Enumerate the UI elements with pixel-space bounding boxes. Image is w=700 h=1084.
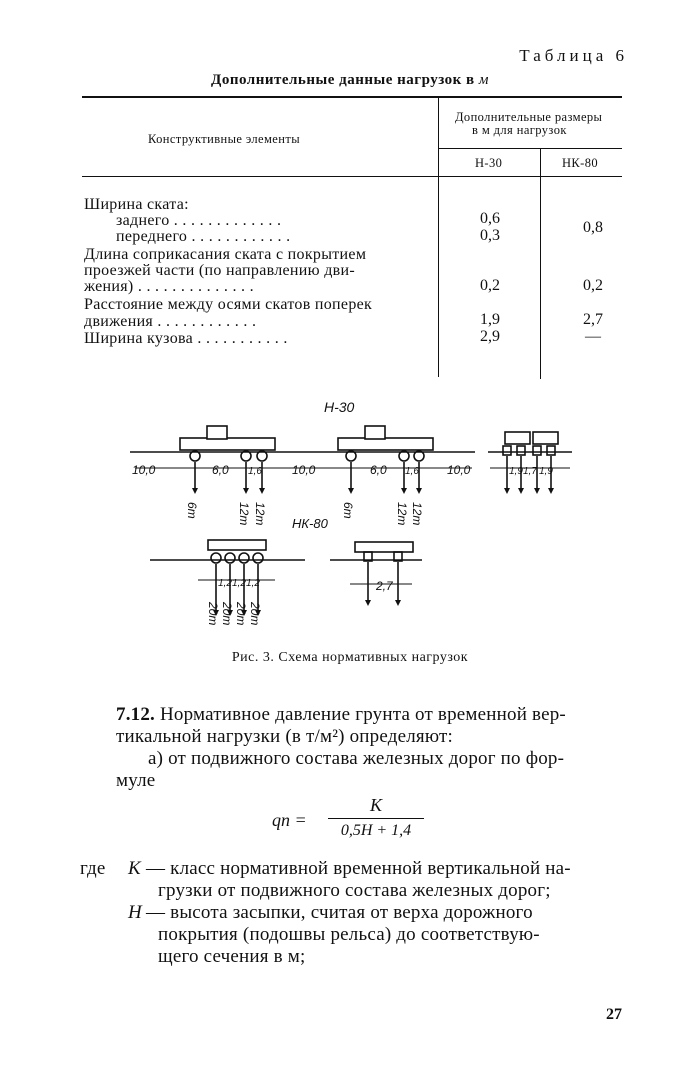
dim-label: 10,0 <box>447 463 471 477</box>
dim-label: 6,0 <box>370 463 387 477</box>
k-symbol: K <box>128 858 141 879</box>
header-col-nk80: НК-80 <box>562 156 599 170</box>
row-text: переднего . . . . . . . . . . . . <box>116 228 291 245</box>
row-text: движения . . . . . . . . . . . . <box>84 313 257 330</box>
k-definition: — класс нормативной временной вертикальн… <box>146 858 571 879</box>
load-label: 20т <box>248 601 262 625</box>
cell-h30-front: 0,3 <box>480 227 500 244</box>
load-label: 6т <box>341 502 355 519</box>
load-label: 12т <box>410 502 424 525</box>
table-subheader-rule <box>439 148 622 149</box>
dim-label: 2,7 <box>375 579 394 593</box>
dim-label: 1,9 <box>539 466 553 477</box>
header-elements: Конструктивные элементы <box>148 132 301 146</box>
cell-nk80-body: — <box>585 328 601 345</box>
table-header-rule <box>82 176 622 178</box>
cell-nk80-axle: 2,7 <box>583 311 603 328</box>
table-caption: Дополнительные данные нагрузок в м <box>211 72 489 88</box>
cell-nk80-width: 0,8 <box>583 219 603 236</box>
cell-h30-axle: 1,9 <box>480 311 500 328</box>
dim-label: 1,6 <box>248 466 262 477</box>
dim-label: 10,0 <box>132 463 156 477</box>
h-definition-cont: щего сечения в м; <box>158 946 306 967</box>
load-label: 20т <box>220 601 234 625</box>
load-label: 6т <box>185 502 199 519</box>
cell-h30-contact: 0,2 <box>480 277 500 294</box>
label-nk80: НК-80 <box>292 516 329 531</box>
dim-label: 1,7 <box>523 466 537 477</box>
label-h30: Н-30 <box>324 399 355 415</box>
row-text: проезжей части (по направлению дви- <box>84 262 355 279</box>
cell-h30-body: 2,9 <box>480 328 500 345</box>
table-number: Таблица 6 <box>519 46 628 65</box>
load-label: 20т <box>206 601 220 625</box>
fraction-bar <box>328 818 424 820</box>
formula-denominator: 0,5H + 1,4 <box>340 822 412 839</box>
dim-label: 1,6 <box>405 466 419 477</box>
cell-nk80-contact: 0,2 <box>583 277 603 294</box>
header-sizes-line2: в м для нагрузок <box>472 123 567 137</box>
row-text: Расстояние между осями скатов поперек <box>84 296 373 313</box>
dim-label: 10,0 <box>292 463 316 477</box>
where-label: где <box>80 858 106 879</box>
row-text: заднего . . . . . . . . . . . . . <box>116 212 282 229</box>
load-label: 20т <box>234 601 248 625</box>
page-number: 27 <box>606 1006 622 1023</box>
dim-label: 1,2 <box>246 578 260 589</box>
formula-lhs: qп = <box>272 810 307 830</box>
row-text: Длина соприкасания ската с покрытием <box>84 246 367 263</box>
k-definition-cont: грузки от подвижного состава железных до… <box>158 880 551 901</box>
figure-caption: Рис. 3. Схема нормативных нагрузок <box>231 650 469 665</box>
h-definition: — высота засыпки, считая от верха дорожн… <box>146 902 533 923</box>
table-col-divider <box>540 149 542 379</box>
dim-label: 1,2 <box>218 578 232 589</box>
table-top-rule <box>82 96 622 98</box>
cell-h30-rear: 0,6 <box>480 210 500 227</box>
dim-label: 1,2 <box>232 578 246 589</box>
h-symbol: H <box>128 902 142 923</box>
header-sizes-line1: Дополнительные размеры <box>455 110 603 124</box>
load-label: 12т <box>395 502 409 525</box>
load-label: 12т <box>237 502 251 525</box>
formula-numerator: K <box>369 795 382 815</box>
row-text: жения) . . . . . . . . . . . . . . <box>84 278 254 295</box>
load-label: 12т <box>253 502 267 525</box>
dim-label: 1,9 <box>509 466 523 477</box>
load-scheme-figure: Н-30 10,0 6,0 1,6 10,0 6,0 1,6 10,0 1,9 … <box>130 399 572 625</box>
header-col-h30: Н-30 <box>475 156 503 170</box>
paragraph-7-12: 7.12. Нормативное давление грунта от вре… <box>116 704 566 791</box>
row-text: Ширина ската: <box>84 196 189 213</box>
table-divider <box>438 97 440 377</box>
dim-label: 6,0 <box>212 463 229 477</box>
row-text: Ширина кузова . . . . . . . . . . . <box>84 330 288 347</box>
h-definition-cont: покрытия (подошвы рельса) до соответству… <box>158 924 540 945</box>
